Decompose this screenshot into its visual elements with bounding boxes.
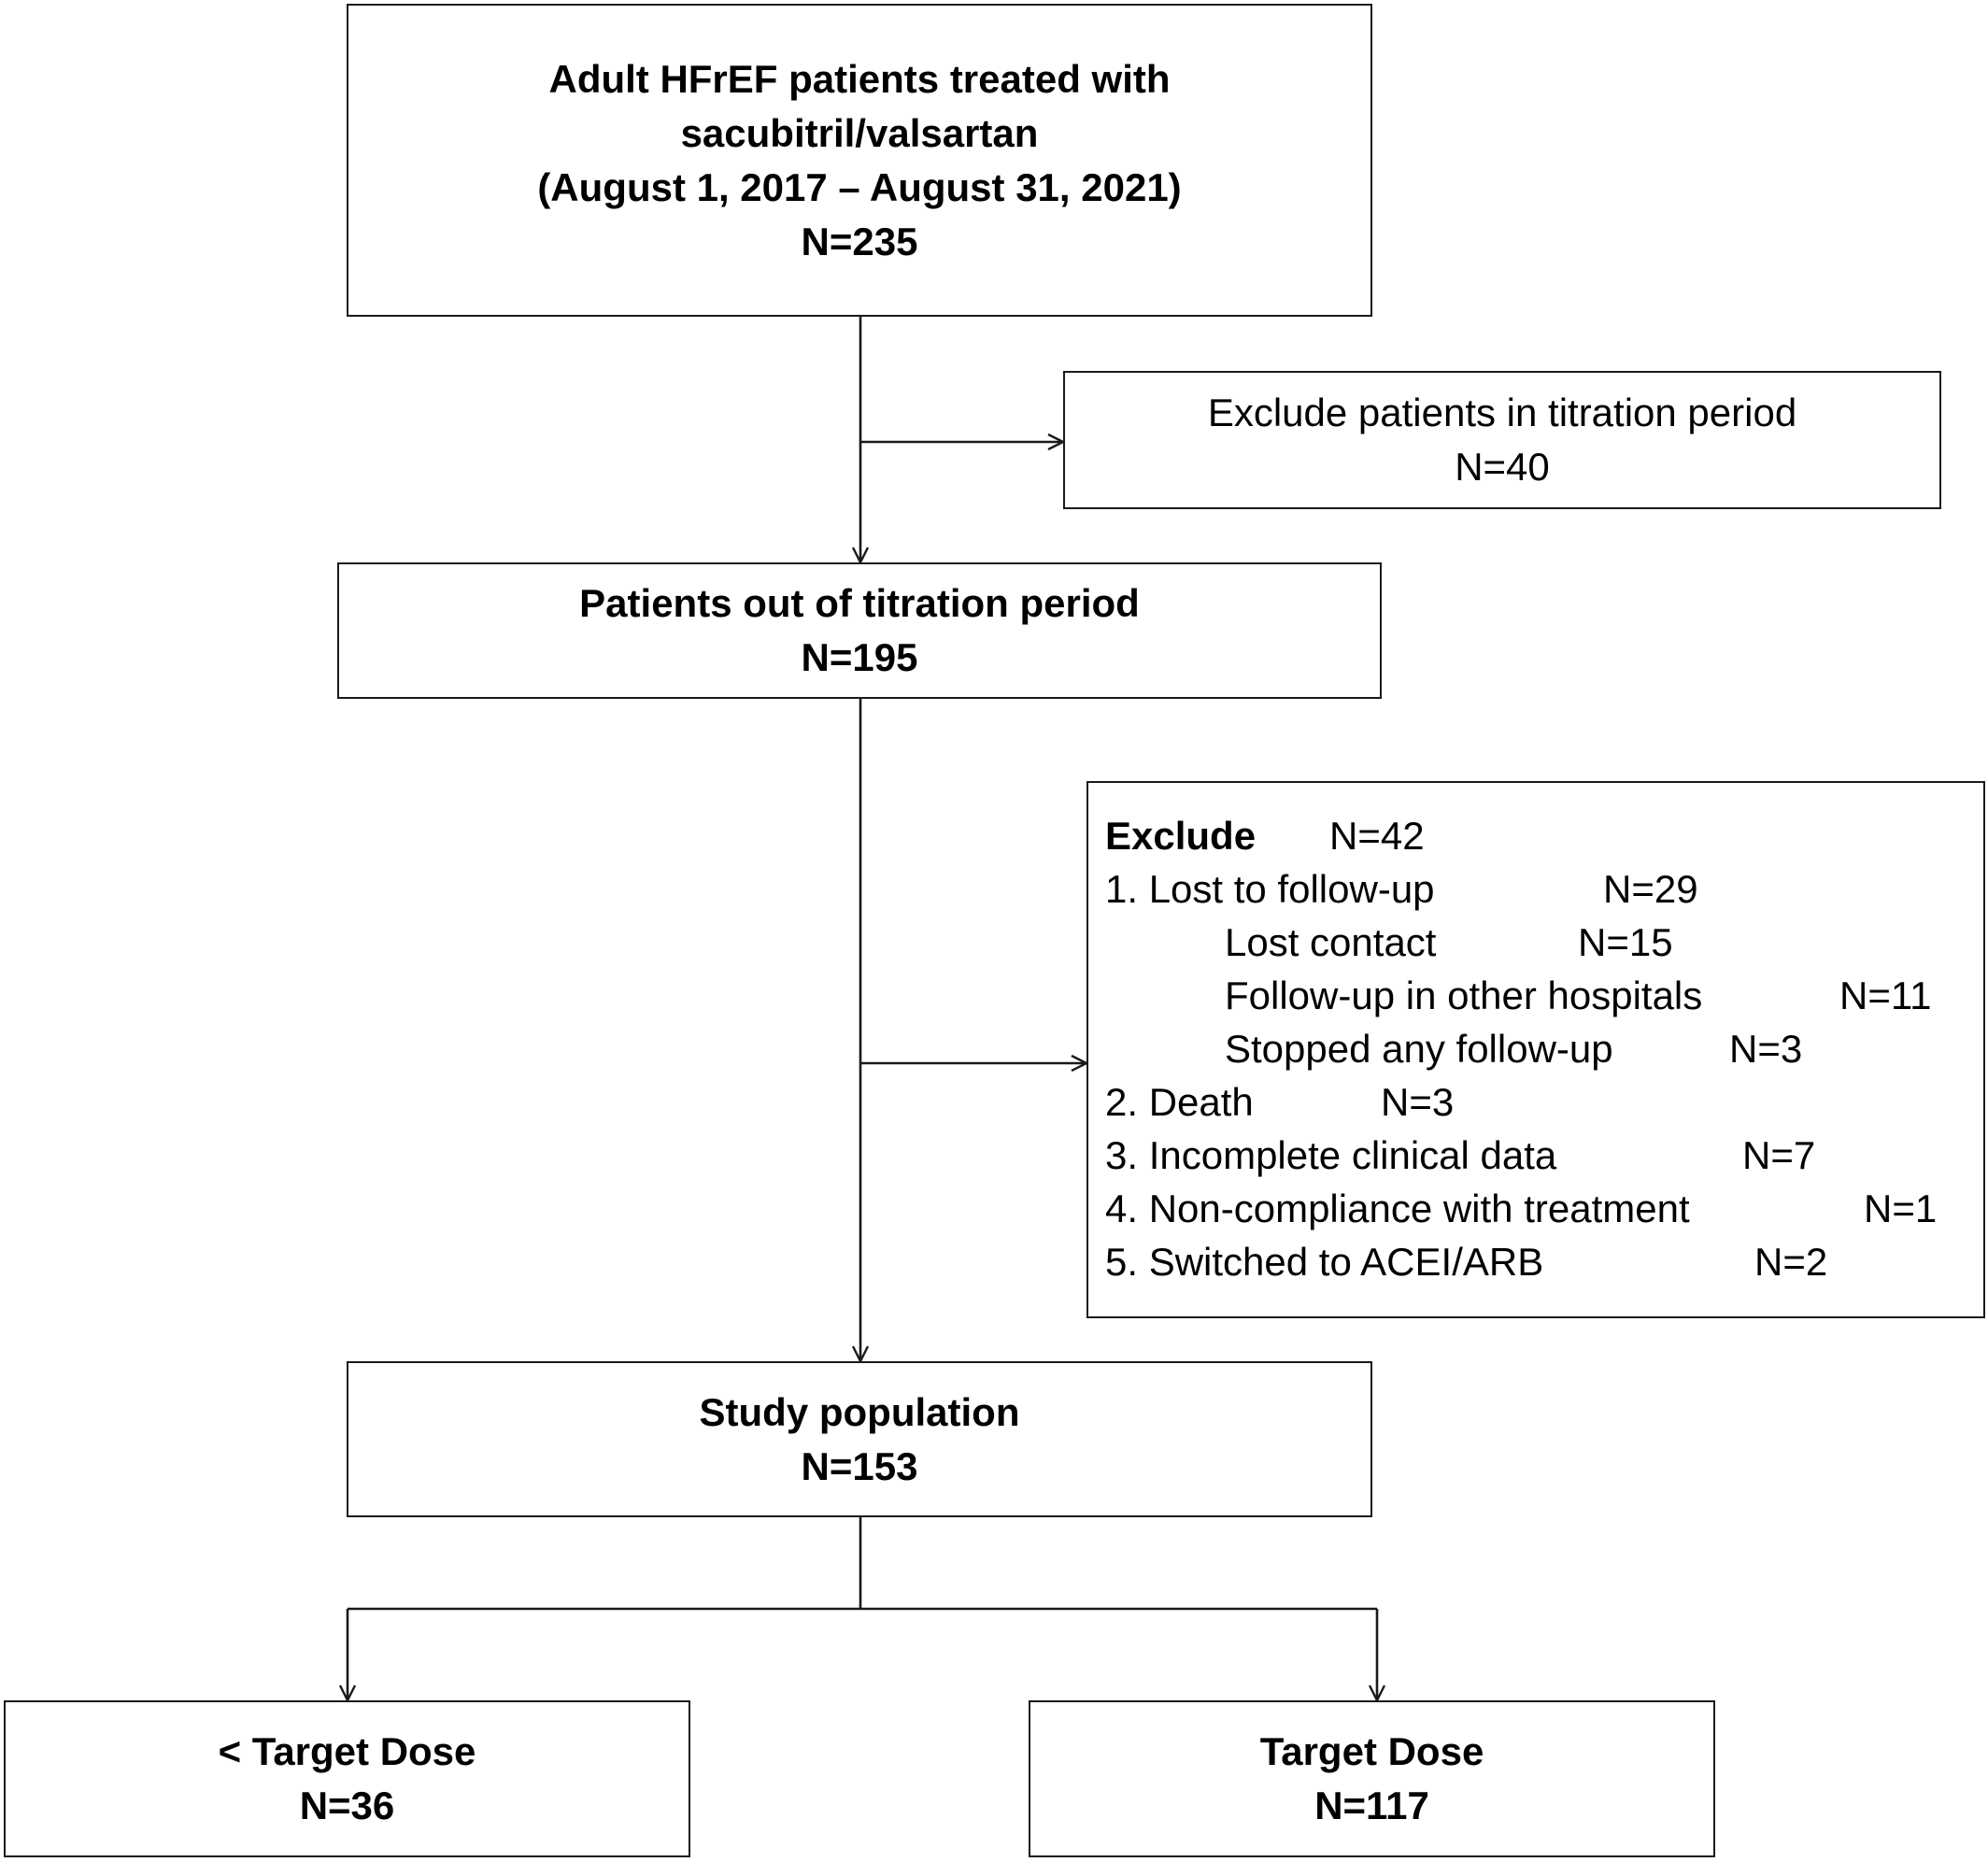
exclude-titration-label: Exclude patients in titration period [1207,391,1797,434]
target-dose-box: Target Dose N=117 [1029,1700,1715,1857]
list-item-label: 5. Switched to ACEI/ARB [1105,1240,1544,1284]
list-item-count: N=29 [1603,867,1698,911]
exclude-header-row: Exclude N=42 [1105,809,1983,862]
list-item-count: N=1 [1864,1187,1938,1230]
list-item-count: N=3 [1729,1027,1803,1071]
below-target-dose-box: < Target Dose N=36 [4,1700,690,1857]
exclude-title: Exclude [1105,814,1257,858]
list-item-count: N=15 [1578,920,1673,964]
out-of-titration-label: Patients out of titration period [579,581,1140,625]
exclude-item-non-compliance: 4. Non-compliance with treatment N=1 [1105,1182,1983,1235]
exclude-titration-count: N=40 [1455,445,1550,489]
target-dose-count: N=117 [1314,1784,1429,1827]
exclude-subitem-lost-contact: Lost contact N=15 [1105,916,1983,969]
exclude-item-death: 2. Death N=3 [1105,1075,1983,1129]
list-item-count: N=3 [1381,1080,1455,1124]
exclude-total-count: N=42 [1329,814,1425,858]
exclude-item-lost-to-follow-up: 1. Lost to follow-up N=29 [1105,862,1983,916]
enrollment-line-2: sacubitril/valsartan [680,110,1039,155]
exclude-item-switched: 5. Switched to ACEI/ARB N=2 [1105,1235,1983,1288]
list-item-label: Follow-up in other hospitals [1225,974,1703,1017]
list-item-count: N=11 [1839,974,1932,1017]
study-population-box: Study population N=153 [347,1361,1372,1517]
exclude-subitem-stopped-follow-up: Stopped any follow-up N=3 [1105,1022,1983,1075]
target-dose-label: Target Dose [1259,1729,1484,1773]
enrollment-count: N=235 [801,219,918,263]
below-target-dose-count: N=36 [299,1784,395,1827]
study-population-count: N=153 [801,1443,918,1488]
list-item-label: 3. Incomplete clinical data [1105,1133,1557,1177]
below-target-dose-label: < Target Dose [218,1729,476,1773]
out-of-titration-box: Patients out of titration period N=195 [337,562,1382,699]
out-of-titration-count: N=195 [801,635,918,679]
exclude-subitem-other-hospitals: Follow-up in other hospitals N=11 [1105,969,1983,1022]
list-item-label: Lost contact [1225,920,1437,964]
enrollment-line-1: Adult HFrEF patients treated with [548,56,1171,101]
list-item-label: Stopped any follow-up [1225,1027,1613,1071]
list-item-label: 4. Non-compliance with treatment [1105,1187,1690,1230]
list-item-label: 2. Death [1105,1080,1254,1124]
enrollment-box: Adult HFrEF patients treated with sacubi… [347,4,1372,317]
list-item-label: 1. Lost to follow-up [1105,867,1435,911]
exclude-list-box: Exclude N=42 1. Lost to follow-up N=29 L… [1086,781,1985,1318]
list-item-count: N=2 [1754,1240,1828,1284]
list-item-count: N=7 [1742,1133,1816,1177]
enrollment-date-range: (August 1, 2017 – August 31, 2021) [537,164,1182,209]
study-population-label: Study population [699,1389,1020,1434]
exclude-titration-box: Exclude patients in titration period N=4… [1063,371,1941,509]
exclude-item-incomplete-data: 3. Incomplete clinical data N=7 [1105,1129,1983,1182]
